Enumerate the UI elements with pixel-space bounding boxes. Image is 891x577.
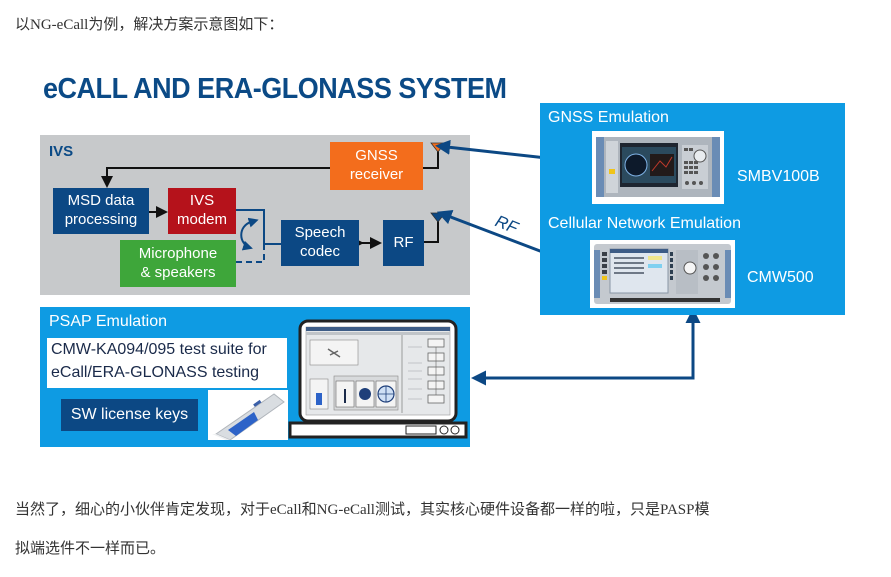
gnss-emulation-label: GNSS Emulation bbox=[548, 109, 669, 126]
diagram-title: eCALL AND ERA-GLONASS SYSTEM bbox=[43, 73, 507, 105]
speech-codec-block: Speech codec bbox=[281, 220, 359, 266]
gnss-antenna-icon bbox=[430, 142, 446, 153]
cmw-to-psap-link bbox=[471, 308, 701, 386]
cellular-emulation-label: Cellular Network Emulation bbox=[548, 215, 741, 232]
conclusion-paragraph-line-2: 拟端选件不一样而已。 bbox=[15, 541, 166, 557]
gnss-antenna-feed bbox=[423, 150, 439, 169]
test-suite-description: CMW-KA094/095 test suite for eCall/ERA-G… bbox=[47, 338, 287, 388]
smbv100b-label: SMBV100B bbox=[737, 168, 820, 185]
msd-processing-block: MSD data processing bbox=[53, 188, 149, 234]
cmw500-image bbox=[590, 240, 735, 308]
psap-emulation-label: PSAP Emulation bbox=[49, 313, 167, 330]
gnss-receiver-block: GNSS receiver bbox=[330, 142, 423, 190]
gnss-to-msd-line bbox=[101, 167, 330, 188]
microphone-speakers-block: Microphone & speakers bbox=[120, 240, 236, 287]
rf-antenna-feed bbox=[424, 220, 439, 243]
rf-antenna-icon bbox=[430, 212, 446, 223]
ivs-modem-block: IVS modem bbox=[168, 188, 236, 234]
rf-block: RF bbox=[383, 220, 424, 266]
psap-laptop-image bbox=[288, 319, 468, 441]
sw-license-keys-button: SW license keys bbox=[61, 399, 198, 431]
usb-license-dongle-image bbox=[208, 390, 288, 440]
psap-panel: PSAP Emulation CMW-KA094/095 test suite … bbox=[40, 307, 470, 447]
switch-arc-icon bbox=[240, 217, 259, 251]
ivs-label: IVS bbox=[49, 143, 74, 160]
intro-paragraph: 以NG-eCall为例，解决方案示意图如下： bbox=[15, 17, 284, 33]
smbv100b-image bbox=[592, 131, 724, 204]
mic-to-codec-dashed bbox=[236, 244, 265, 263]
cmw500-label: CMW500 bbox=[747, 269, 814, 286]
conclusion-paragraph-line-1: 当然了，细心的小伙伴肯定发现，对于eCall和NG-eCall测试，其实核心硬件… bbox=[15, 502, 710, 518]
modem-to-codec-line bbox=[236, 209, 281, 245]
emulation-panel: GNSS Emulation SMBV100B Cellular bbox=[540, 103, 845, 315]
